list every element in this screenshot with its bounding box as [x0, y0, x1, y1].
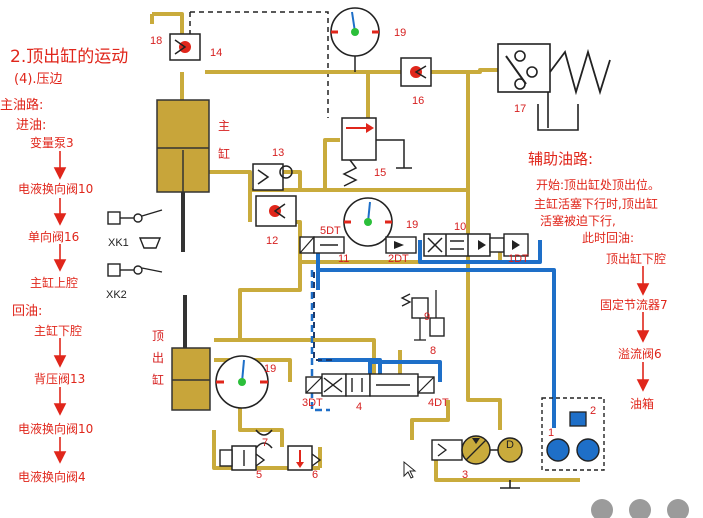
limit-switch-xk1: [107, 209, 163, 249]
ejector-label-3: 缸: [152, 372, 164, 387]
relief-valve-6: [287, 445, 322, 471]
label-2: 2: [590, 405, 596, 417]
return-label: 回油:: [12, 304, 43, 319]
blue-return-dashed: [310, 270, 330, 412]
label-11: 11: [338, 253, 349, 265]
relief-valve-9: [400, 290, 445, 341]
return-step: 主缸下腔: [34, 324, 83, 338]
check-valve-14: [169, 33, 201, 61]
solenoid-1dt: 1DT: [508, 253, 529, 265]
safety-valve-15: [341, 117, 412, 187]
directional-valve-4: [305, 373, 435, 397]
check-valve-16: [400, 57, 432, 87]
switch-xk1: XK1: [108, 237, 129, 249]
aux-step: 固定节流器7: [600, 298, 668, 312]
label-15: 15: [374, 167, 386, 179]
aux-desc-line: 此时回油:: [582, 231, 635, 245]
label-16: 16: [412, 95, 424, 107]
label-10: 10: [454, 221, 466, 233]
aux-desc-line: 活塞被迫下行,: [540, 214, 616, 228]
back-pressure-valve-13: [252, 163, 293, 191]
return-step: 背压阀13: [34, 372, 86, 386]
label-19-low: 19: [264, 363, 276, 375]
inlet-label: 进油:: [16, 118, 47, 133]
pressure-gauge-19-low: [215, 355, 269, 409]
relief-valve-5: [219, 445, 266, 471]
pressure-gauge-19-mid: [343, 197, 393, 247]
inlet-step: 单向阀16: [28, 230, 80, 244]
left-flow-arrows: [53, 151, 67, 464]
main-circuit-label: 主油路:: [0, 98, 44, 113]
aux-step: 溢流阀6: [618, 347, 662, 361]
prefill-tank-17: [497, 43, 611, 131]
label-13: 13: [272, 147, 284, 159]
label-1: 1: [548, 427, 554, 439]
pilot-line: [189, 11, 329, 118]
label-6: 6: [312, 469, 318, 481]
page-subtitle: (4).压边: [14, 72, 63, 87]
solenoid-5dt: 5DT: [320, 225, 341, 237]
ejector-label-1: 顶: [152, 329, 164, 343]
main-cylinder-label-1: 主: [218, 119, 230, 133]
nav-dots-icon: [591, 499, 689, 518]
label-14: 14: [210, 47, 222, 59]
solenoid-2dt: 2DT: [388, 253, 409, 265]
aux-pump-group: [541, 397, 605, 471]
blue-pipes: [316, 240, 556, 428]
label-7: 7: [262, 437, 268, 449]
label-18: 18: [150, 35, 162, 47]
main-cylinder: [156, 99, 210, 252]
label-3: 3: [462, 469, 468, 481]
throttle-7: [255, 429, 273, 449]
switch-xk2: XK2: [106, 289, 127, 301]
motor-label: D: [506, 439, 514, 451]
ejector-label-2: 出: [152, 351, 164, 365]
label-17: 17: [514, 103, 526, 115]
solenoid-3dt: 3DT: [302, 397, 323, 409]
inlet-step: 变量泵3: [30, 136, 74, 150]
pressure-gauge-19-top: [330, 7, 380, 72]
label-8: 8: [430, 345, 436, 357]
return-step: 电液换向阀10: [18, 422, 94, 436]
label-9: 9: [424, 311, 430, 323]
label-5: 5: [256, 469, 262, 481]
aux-circuit-label: 辅助油路:: [528, 150, 594, 168]
aux-step: 油箱: [630, 397, 655, 411]
page-title: 2.顶出缸的运动: [10, 47, 129, 67]
directional-valve-11: [299, 236, 417, 254]
return-step: 电液换向阀4: [18, 470, 86, 484]
aux-desc-line: 主缸活塞下行时,顶出缸: [534, 197, 658, 211]
inlet-step: 电液换向阀10: [18, 182, 94, 196]
aux-step: 顶出缸下腔: [606, 252, 667, 266]
main-cylinder-label-2: 缸: [218, 146, 230, 161]
label-19-mid: 19: [406, 219, 418, 231]
ejector-cylinder: [171, 295, 211, 411]
electro-hydraulic-valve-10: [423, 233, 529, 257]
aux-desc-line: 开始:顶出缸处顶出位。: [536, 178, 661, 192]
mouse-cursor-icon: [403, 460, 417, 479]
check-valve-12: [255, 195, 297, 227]
limit-switch-xk2: [107, 263, 163, 277]
label-12: 12: [266, 235, 278, 247]
variable-pump-3: [431, 435, 523, 465]
solenoid-4dt: 4DT: [428, 397, 449, 409]
label-4: 4: [356, 401, 362, 413]
inlet-step: 主缸上腔: [30, 276, 79, 290]
right-flow-arrows: [636, 266, 650, 392]
label-19-top: 19: [394, 27, 406, 39]
